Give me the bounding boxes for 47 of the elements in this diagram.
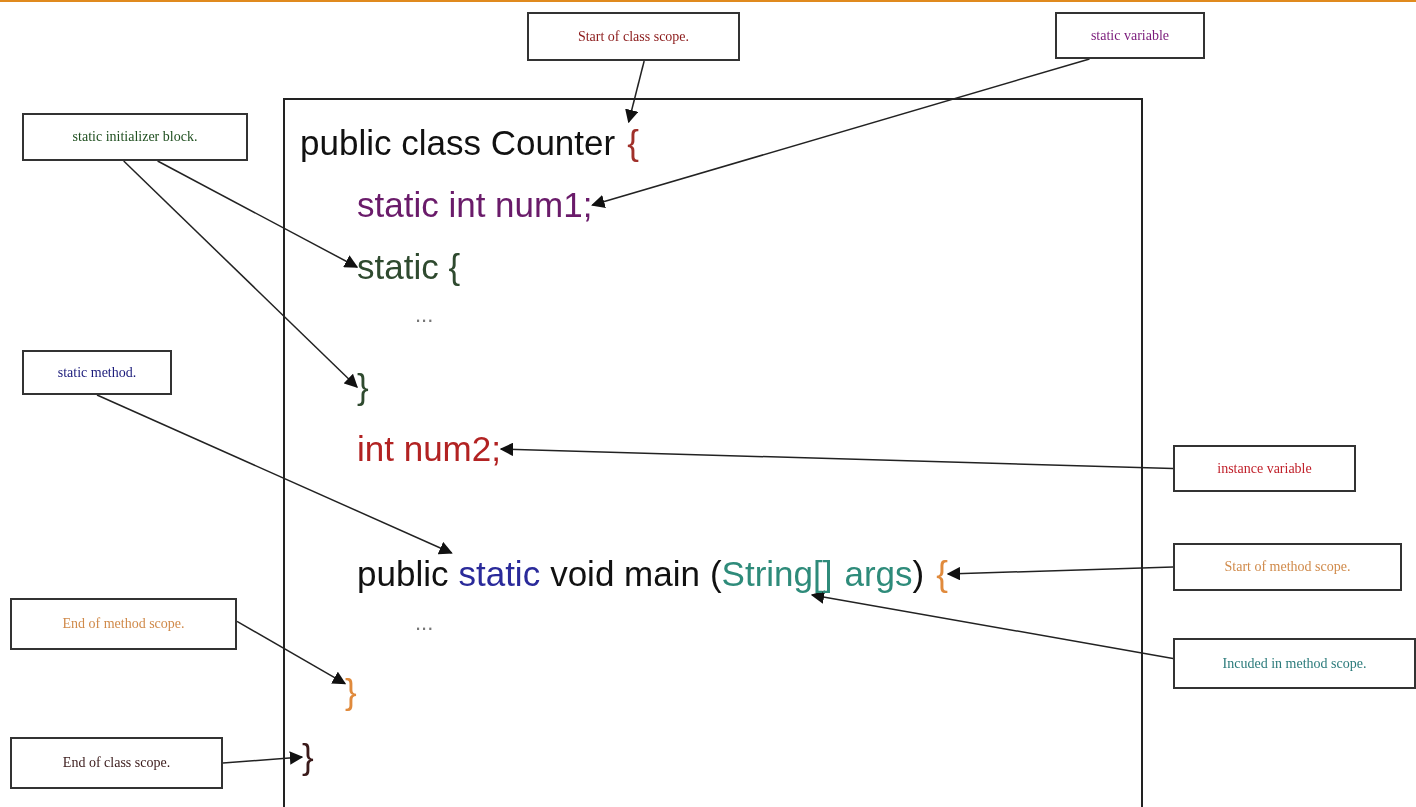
callout-box xyxy=(527,12,740,61)
callout-text: Start of class scope. xyxy=(577,28,690,45)
code-text: ) xyxy=(912,553,925,595)
code-text: args xyxy=(844,553,913,595)
callout-box xyxy=(10,737,223,789)
callout-text: Incuded in method scope. xyxy=(1222,655,1367,672)
code-text: { xyxy=(627,122,639,164)
code-text: } xyxy=(357,366,369,408)
code-text: } xyxy=(345,671,357,713)
leader-arrow xyxy=(946,566,1174,581)
callout-text: End of class scope. xyxy=(62,755,171,771)
leader-arrow xyxy=(591,58,1091,209)
ellipsis-text: ... xyxy=(415,302,434,328)
callout-text: Start of method scope. xyxy=(1224,559,1351,575)
code-panel xyxy=(283,98,1143,807)
callout-text: static method. xyxy=(57,364,137,381)
leader-arrow xyxy=(236,620,347,685)
code-text: int num2; xyxy=(357,428,501,470)
callout-text: End of method scope. xyxy=(62,616,185,632)
ellipsis-text: ... xyxy=(415,610,434,636)
leader-arrow xyxy=(156,160,359,268)
callout-box xyxy=(1055,12,1205,59)
code-text: public class Counter xyxy=(300,122,616,164)
code-text: static { xyxy=(357,246,461,288)
leader-arrow xyxy=(96,394,453,555)
leader-arrow xyxy=(122,160,358,388)
callout-text: static variable xyxy=(1090,27,1170,44)
code-text: void main xyxy=(550,553,700,595)
leader-arrow xyxy=(625,60,645,124)
callout-box xyxy=(1173,445,1356,492)
code-text: public xyxy=(357,553,449,595)
callout-box xyxy=(1173,543,1402,591)
leader-arrow xyxy=(499,442,1174,470)
callout-box xyxy=(1173,638,1416,689)
callout-text: instance variable xyxy=(1217,460,1312,477)
code-text: String[] xyxy=(721,553,833,595)
code-text: } xyxy=(302,736,314,778)
code-text: static int num1; xyxy=(357,184,593,226)
leader-arrow xyxy=(222,751,304,765)
leader-arrow xyxy=(810,590,1174,660)
callout-text: static initializer block. xyxy=(72,129,198,145)
code-text: ( xyxy=(709,553,722,595)
code-text: static xyxy=(458,553,541,595)
code-text: { xyxy=(936,553,948,595)
callout-box xyxy=(22,113,248,161)
callout-box xyxy=(10,598,237,650)
callout-box xyxy=(22,350,172,395)
